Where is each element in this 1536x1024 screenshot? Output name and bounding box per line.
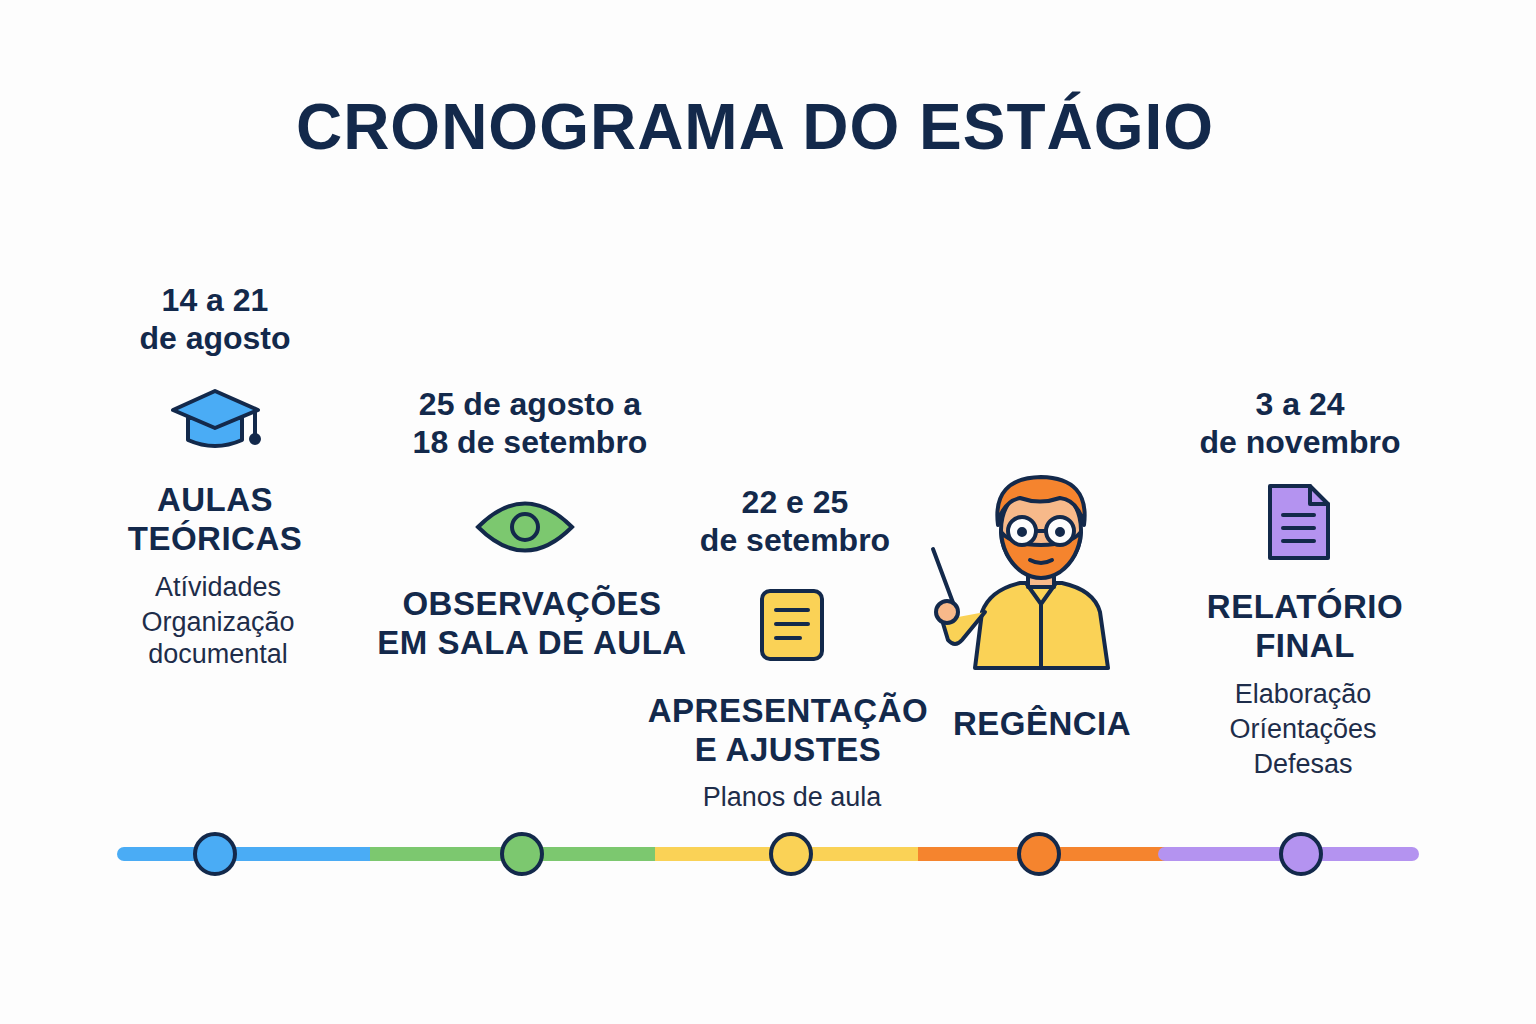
- stage-date: 3 a 24 de novembro: [1180, 386, 1420, 462]
- teacher-illustration: [933, 477, 1108, 668]
- stage-date: 25 de agosto a 18 de setembro: [380, 386, 680, 462]
- milestone-dot: [502, 834, 542, 874]
- stage-date: 22 e 25 de setembro: [690, 484, 900, 560]
- document-icon: [762, 591, 822, 659]
- stage-detail: Organização documental: [113, 607, 323, 671]
- stage-heading: REGÊNCIA: [953, 705, 1131, 744]
- eye-icon: [478, 504, 572, 551]
- segment-blue: [124, 847, 370, 861]
- graduation-cap-icon: [173, 391, 259, 446]
- stage-detail: Elaboração: [1235, 679, 1372, 711]
- stage-detail: Planos de aula: [703, 782, 882, 814]
- stage-heading: OBSERVAÇÕES EM SALA DE AULA: [367, 585, 697, 663]
- milestone-dot: [1281, 834, 1321, 874]
- stage-date: 14 a 21 de agosto: [110, 282, 320, 358]
- stage-detail: Atívidades: [155, 572, 281, 604]
- milestone-dot: [195, 834, 235, 874]
- stage-heading: AULAS TEÓRICAS: [105, 481, 325, 559]
- stage-heading: APRESENTAÇÃO E AJUSTES: [643, 692, 933, 770]
- diagram-title: CRONOGRAMA DO ESTÁGIO: [296, 90, 1214, 166]
- stage-heading: RELATÓRIO FINAL: [1185, 588, 1425, 666]
- stage-detail: Oríentações: [1229, 714, 1376, 746]
- milestone-dot: [1019, 834, 1059, 874]
- milestone-dot: [771, 834, 811, 874]
- report-icon: [1270, 486, 1328, 558]
- stage-detail: Defesas: [1253, 749, 1352, 781]
